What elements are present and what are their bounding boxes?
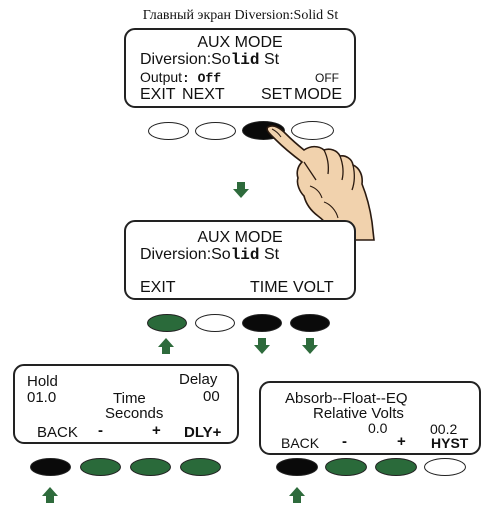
lcd-screen-main: AUX MODE Diversion:Solid St Output: Off … <box>124 28 356 108</box>
absorb-float-eq-label: Absorb--Float--EQ <box>285 390 408 407</box>
softkey-button-2[interactable] <box>195 314 235 332</box>
softkey-button-1-exit[interactable] <box>147 314 187 332</box>
softkey-label-plus: + <box>397 433 406 450</box>
relative-volts-value: 0.0 <box>368 420 388 436</box>
softkey-button-4-hyst[interactable] <box>424 458 466 476</box>
softkey-label-set: SET <box>261 86 293 103</box>
relative-volts-label: Relative Volts <box>313 405 404 422</box>
arrow-down-icon <box>233 182 249 198</box>
softkey-label-dly-plus: DLY+ <box>184 424 222 441</box>
delay-label: Delay <box>179 371 218 388</box>
softkey-button-3-plus[interactable] <box>375 458 417 476</box>
softkey-button-2[interactable] <box>195 122 236 140</box>
softkey-label-time: TIME <box>250 279 289 296</box>
softkey-label-plus: + <box>152 422 161 439</box>
arrow-down-icon <box>302 338 318 354</box>
softkey-button-4-volt[interactable] <box>290 314 330 332</box>
softkey-label-volt: VOLT <box>293 279 334 296</box>
softkey-button-1[interactable] <box>148 122 189 140</box>
hold-label: Hold <box>27 373 58 390</box>
arrow-up-icon <box>158 338 174 354</box>
softkey-button-1-back[interactable] <box>30 458 71 476</box>
softkey-label-back: BACK <box>281 435 320 451</box>
softkey-button-3-time[interactable] <box>242 314 282 332</box>
hysteresis-value: 00.2 <box>430 421 458 437</box>
lcd-screen-time: Hold Delay 01.0 Time 00 Seconds BACK - +… <box>13 364 239 444</box>
softkey-label-mode: MODE <box>294 86 342 103</box>
pointing-hand-icon <box>266 125 375 241</box>
diversion-mode-text: Diversion:Solid St <box>140 51 280 69</box>
softkey-button-4-dly[interactable] <box>180 458 221 476</box>
softkey-button-1-back[interactable] <box>276 458 318 476</box>
softkey-button-2-minus[interactable] <box>80 458 121 476</box>
softkey-label-next: NEXT <box>182 86 225 103</box>
softkey-label-minus: - <box>342 433 347 450</box>
arrow-down-icon <box>254 338 270 354</box>
screen-title: AUX MODE <box>197 229 283 246</box>
softkey-button-4[interactable] <box>291 121 334 140</box>
softkey-label-exit: EXIT <box>140 86 176 103</box>
softkey-button-3-plus[interactable] <box>130 458 171 476</box>
figure-caption: Главный экран Diversion:Solid St <box>142 8 339 23</box>
screen-title: AUX MODE <box>197 34 283 51</box>
softkey-label-back: BACK <box>37 424 78 441</box>
delay-value: 00 <box>203 388 220 405</box>
softkey-label-minus: - <box>98 422 103 439</box>
arrow-up-icon <box>42 487 58 503</box>
output-right-value: OFF <box>315 71 339 85</box>
lcd-screen-aux-mode: AUX MODE Diversion:Solid St EXIT TIME VO… <box>124 220 356 300</box>
arrow-up-icon <box>289 487 305 503</box>
lcd-screen-volt: Absorb--Float--EQ Relative Volts 0.0 00.… <box>259 381 481 455</box>
softkey-label-exit: EXIT <box>140 279 176 296</box>
hold-value: 01.0 <box>27 389 57 406</box>
diversion-mode-text: Diversion:Solid St <box>140 246 280 264</box>
time-label: Time <box>113 390 146 407</box>
softkey-button-2-minus[interactable] <box>325 458 367 476</box>
softkey-label-hyst: HYST <box>431 435 469 451</box>
output-status-text: Output: Off <box>140 69 222 86</box>
seconds-label: Seconds <box>105 405 164 422</box>
